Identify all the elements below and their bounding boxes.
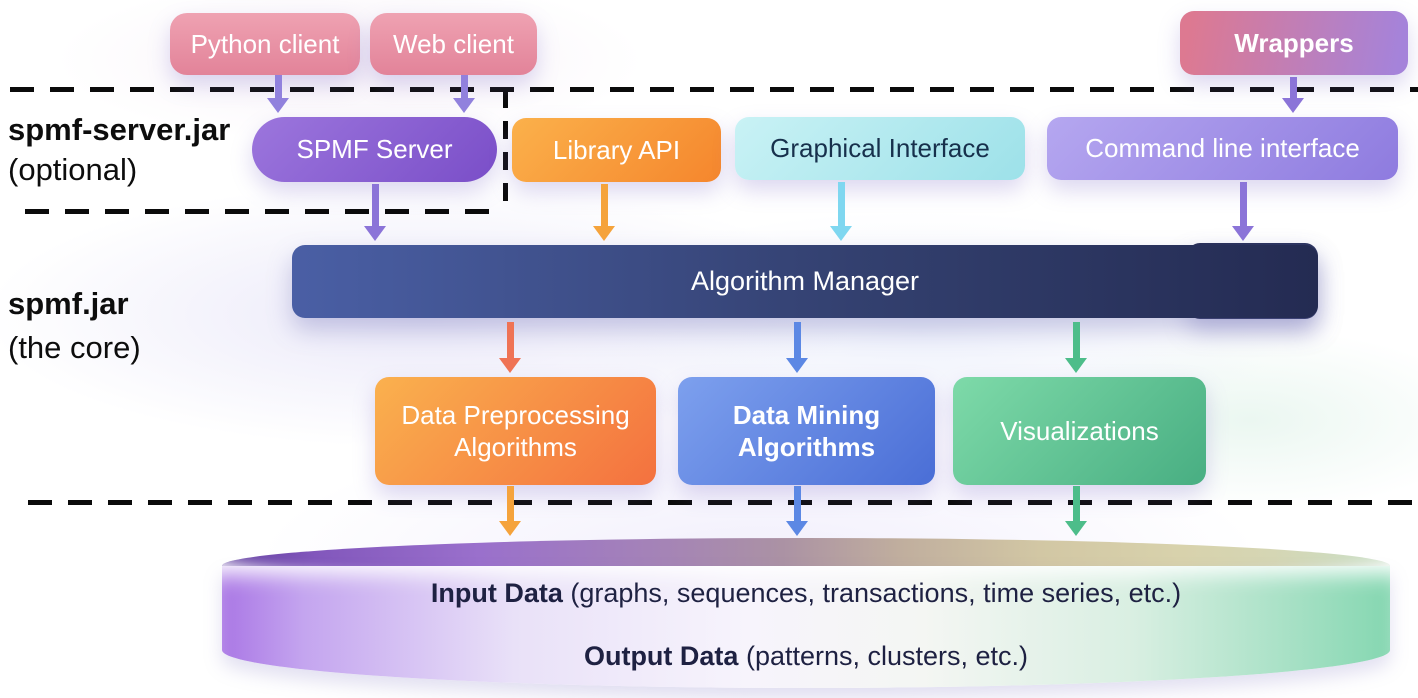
arrow-library-to-manager [592, 184, 616, 241]
arrow-manager-to-mining [785, 322, 809, 373]
arrow-preprocessing-to-data [498, 486, 522, 536]
label-spmf-jar: spmf.jar [8, 286, 129, 321]
node-wrappers: Wrappers [1180, 11, 1408, 75]
arrow-cmd-to-manager [1231, 182, 1255, 241]
node-data-preprocessing-algorithms: Data Preprocessing Algorithms [375, 377, 656, 485]
datastore-cylinder: Input Data (graphs, sequences, transacti… [222, 538, 1390, 688]
arrow-wrappers-to-cmd [1281, 77, 1305, 113]
node-graphical-interface: Graphical Interface [735, 117, 1025, 180]
arrow-server-to-manager [363, 184, 387, 241]
node-data-mining-algorithms: Data Mining Algorithms [678, 377, 935, 485]
input-data-title: Input Data [430, 578, 563, 608]
input-data-line: Input Data (graphs, sequences, transacti… [222, 578, 1390, 609]
node-label-line: Algorithms [737, 432, 876, 462]
dashed-box-right-edge [503, 90, 508, 212]
arrow-manager-to-preprocessing [498, 322, 522, 373]
node-web-client: Web client [370, 13, 537, 75]
node-visualizations: Visualizations [953, 377, 1206, 485]
dashed-separator-bottom [28, 500, 1418, 505]
arrow-visualizations-to-data [1064, 486, 1088, 536]
label-the-core: (the core) [8, 330, 141, 365]
input-data-desc: (graphs, sequences, transactions, time s… [562, 578, 1182, 608]
node-label-line: Data Mining [732, 399, 881, 430]
arrow-python-to-server [266, 75, 290, 113]
arrow-gui-to-manager [829, 182, 853, 241]
node-library-api: Library API [512, 118, 721, 182]
output-data-desc: (patterns, clusters, etc.) [738, 641, 1029, 671]
label-spmf-server-jar: spmf-server.jar [8, 112, 231, 147]
arrow-web-to-server [452, 75, 476, 113]
node-spmf-server: SPMF Server [252, 117, 497, 182]
node-command-line-interface: Command line interface [1047, 117, 1398, 180]
cylinder-body [222, 566, 1390, 688]
node-python-client: Python client [170, 13, 360, 75]
node-label-line: Data Preprocessing [401, 399, 630, 430]
dashed-box-bottom-edge [25, 209, 505, 214]
arrow-manager-to-visualizations [1064, 322, 1088, 373]
dashed-separator-top [10, 87, 1418, 92]
output-data-title: Output Data [583, 641, 739, 671]
arrow-mining-to-data [785, 486, 809, 536]
node-label-line: Algorithms [454, 432, 577, 462]
label-optional: (optional) [8, 152, 138, 187]
output-data-line: Output Data (patterns, clusters, etc.) [222, 641, 1390, 672]
node-algorithm-manager: Algorithm Manager [292, 245, 1318, 318]
